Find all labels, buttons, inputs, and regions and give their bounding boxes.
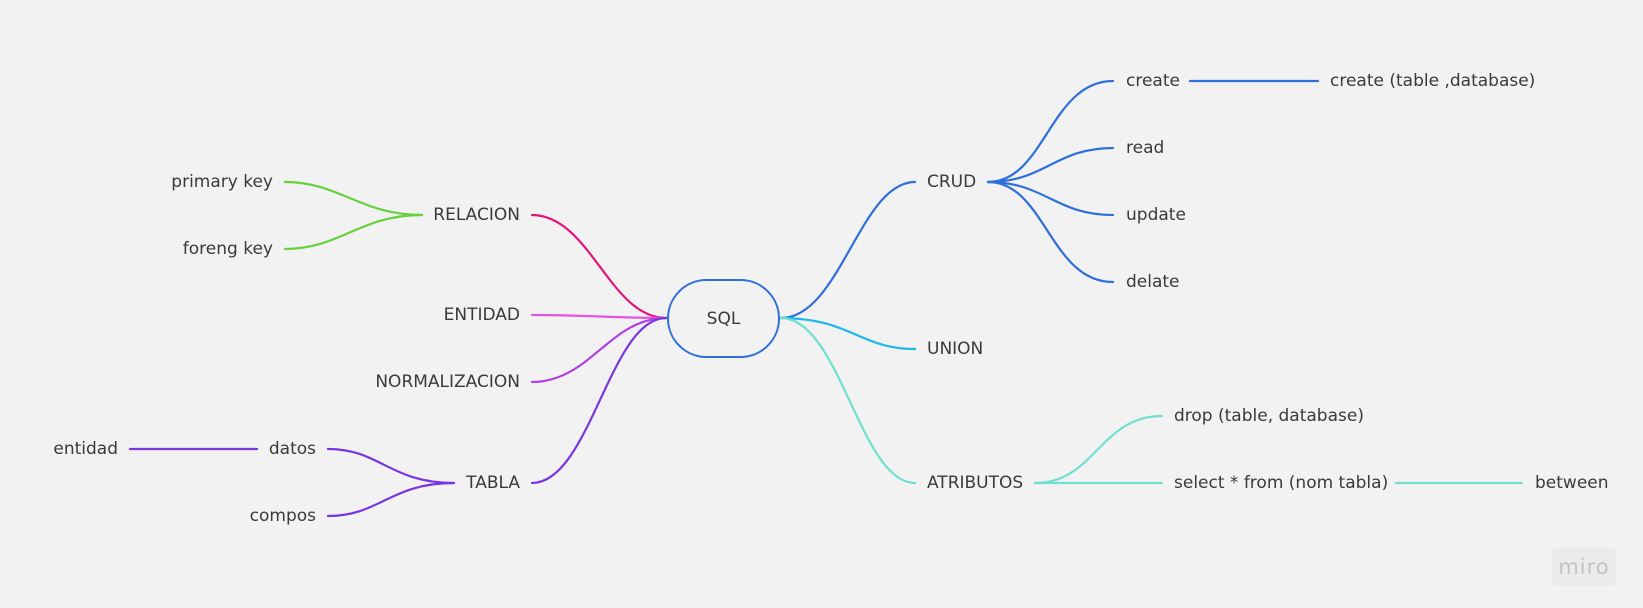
node-read[interactable]: read xyxy=(1126,138,1165,158)
node-tabla[interactable]: TABLA xyxy=(466,473,520,493)
node-between[interactable]: between xyxy=(1535,473,1609,493)
node-create[interactable]: create xyxy=(1126,71,1180,91)
node-select[interactable]: select * from (nom tabla) xyxy=(1174,473,1389,493)
connector-root-entidad xyxy=(530,313,668,320)
node-primary-key[interactable]: primary key xyxy=(171,172,273,192)
miro-logo-text: miro xyxy=(1558,555,1610,579)
node-drop[interactable]: drop (table, database) xyxy=(1174,406,1364,426)
node-entidad-detail[interactable]: entidad xyxy=(53,439,118,459)
connector-root-crud xyxy=(779,180,917,320)
root-node-sql[interactable]: SQL xyxy=(667,279,780,358)
node-entidad[interactable]: ENTIDAD xyxy=(443,305,520,325)
connector-crud-update xyxy=(986,180,1115,217)
connector-tabla-compos xyxy=(326,481,456,518)
connector-tabla-datos xyxy=(326,447,456,485)
root-label: SQL xyxy=(706,308,741,329)
connector-crud-delate xyxy=(986,180,1115,284)
node-datos[interactable]: datos xyxy=(268,439,316,459)
connector-root-relacion xyxy=(530,213,668,320)
connector-root-tabla xyxy=(530,316,668,485)
node-atributos[interactable]: ATRIBUTOS xyxy=(927,473,1024,493)
node-delate[interactable]: delate xyxy=(1126,272,1180,292)
connector-root-atributos xyxy=(779,316,917,485)
connector-relacion-primary xyxy=(283,180,424,217)
connector-relacion-foreng xyxy=(283,213,424,251)
connector-crud-create xyxy=(986,79,1115,184)
connector-crud-read xyxy=(986,146,1115,184)
miro-watermark: miro xyxy=(1552,548,1616,586)
node-union[interactable]: UNION xyxy=(927,339,984,359)
connector-atributos-drop xyxy=(1033,414,1164,485)
node-compos[interactable]: compos xyxy=(249,506,316,526)
connector-root-normalizacion xyxy=(530,316,668,384)
node-create-detail[interactable]: create (table ,database) xyxy=(1330,71,1536,91)
node-foreng-key[interactable]: foreng key xyxy=(182,239,273,259)
node-update[interactable]: update xyxy=(1126,205,1186,225)
node-normalizacion[interactable]: NORMALIZACION xyxy=(375,372,520,392)
connector-root-union xyxy=(779,316,917,351)
node-crud[interactable]: CRUD xyxy=(927,172,977,192)
node-relacion[interactable]: RELACION xyxy=(433,205,520,225)
